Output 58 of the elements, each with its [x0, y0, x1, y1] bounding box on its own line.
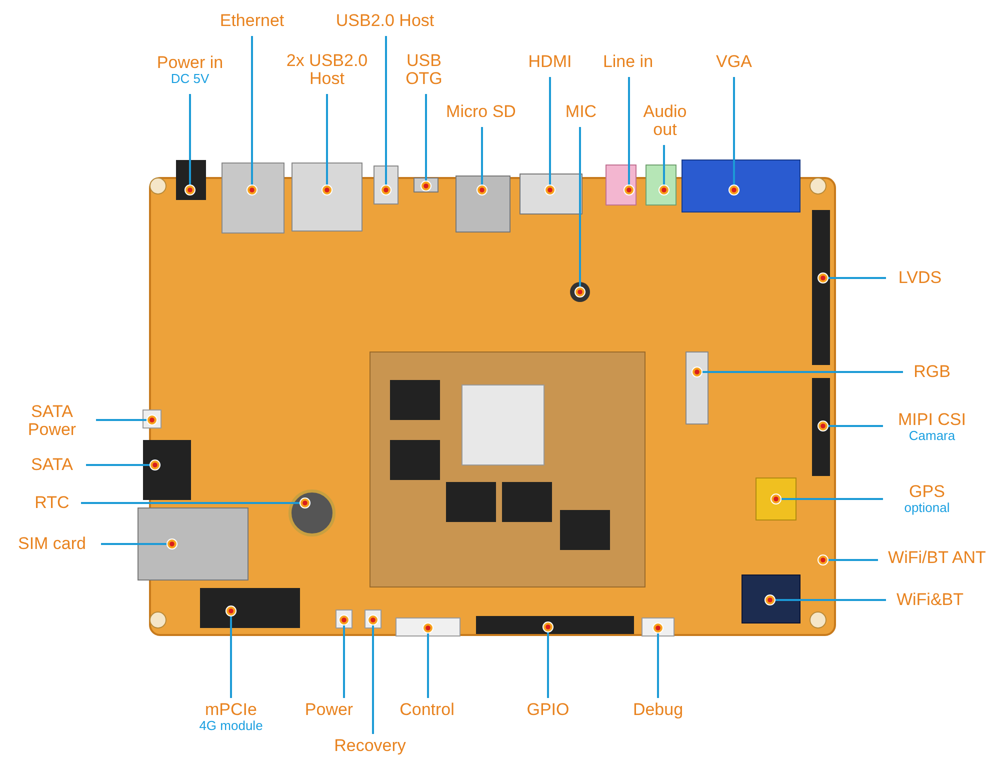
callout-label: USB2.0 Host	[336, 12, 434, 30]
leader-line	[338, 614, 350, 698]
leader-line	[101, 538, 178, 550]
callout-label: RTC	[34, 494, 70, 512]
leader-line	[574, 127, 586, 298]
callout-label: GPIO	[526, 701, 570, 719]
leader-line	[692, 366, 903, 378]
leader-line	[96, 414, 158, 426]
leader-line	[226, 606, 236, 698]
leader-line	[544, 77, 556, 196]
callout-label: GPS	[909, 483, 945, 501]
callout-label: VGA	[716, 53, 752, 71]
callout-label: MIPI CSI	[898, 411, 966, 429]
callout-note: DC 5V	[170, 72, 210, 86]
leader-line	[624, 77, 634, 196]
callout-label: Power	[304, 701, 354, 719]
leader-line	[728, 77, 740, 196]
callout-label: WiFi&BT	[896, 591, 964, 609]
callout-label: SIM card	[18, 535, 86, 553]
leader-line	[658, 145, 670, 196]
callout-note: 4G module	[199, 718, 263, 732]
leader-line	[86, 460, 160, 470]
leader-line	[81, 498, 310, 508]
callout-label: Line in	[602, 53, 654, 71]
callout-label: 2x USB2.0 Host	[285, 52, 369, 88]
leader-line	[322, 94, 332, 196]
leader-line	[368, 614, 378, 734]
leader-line	[380, 36, 392, 196]
leader-line	[818, 554, 878, 566]
callout-label: Recovery	[334, 737, 406, 755]
leader-line	[764, 594, 886, 606]
leader-line	[420, 94, 432, 192]
callout-label: mPCIe	[205, 701, 257, 719]
leader-line	[184, 94, 196, 196]
leader-line	[422, 622, 434, 698]
callout-label: WiFi/BT ANT	[888, 549, 986, 567]
leader-line	[770, 494, 883, 504]
callout-label: SATA	[31, 456, 73, 474]
callout-label: Audio out	[642, 103, 688, 139]
callout-label: HDMI	[528, 53, 572, 71]
callout-note: optional	[904, 500, 950, 514]
leader-line	[818, 272, 886, 284]
callout-label: Ethernet	[220, 12, 284, 30]
callout-label: RGB	[914, 363, 950, 381]
callout-note: Camara	[908, 428, 956, 442]
leader-line	[818, 420, 883, 432]
callout-label: LVDS	[898, 269, 942, 287]
callout-label: Debug	[632, 701, 684, 719]
callout-label: Power in	[156, 54, 224, 72]
callout-label: USB OTG	[404, 52, 444, 88]
leader-line	[652, 622, 664, 698]
callout-label: Micro SD	[446, 103, 516, 121]
callout-label: MIC	[565, 103, 597, 121]
leader-line	[542, 622, 554, 698]
callout-label: SATA Power	[26, 403, 78, 439]
leader-line	[476, 127, 488, 196]
callout-label: Control	[400, 701, 454, 719]
leader-line	[246, 36, 258, 196]
